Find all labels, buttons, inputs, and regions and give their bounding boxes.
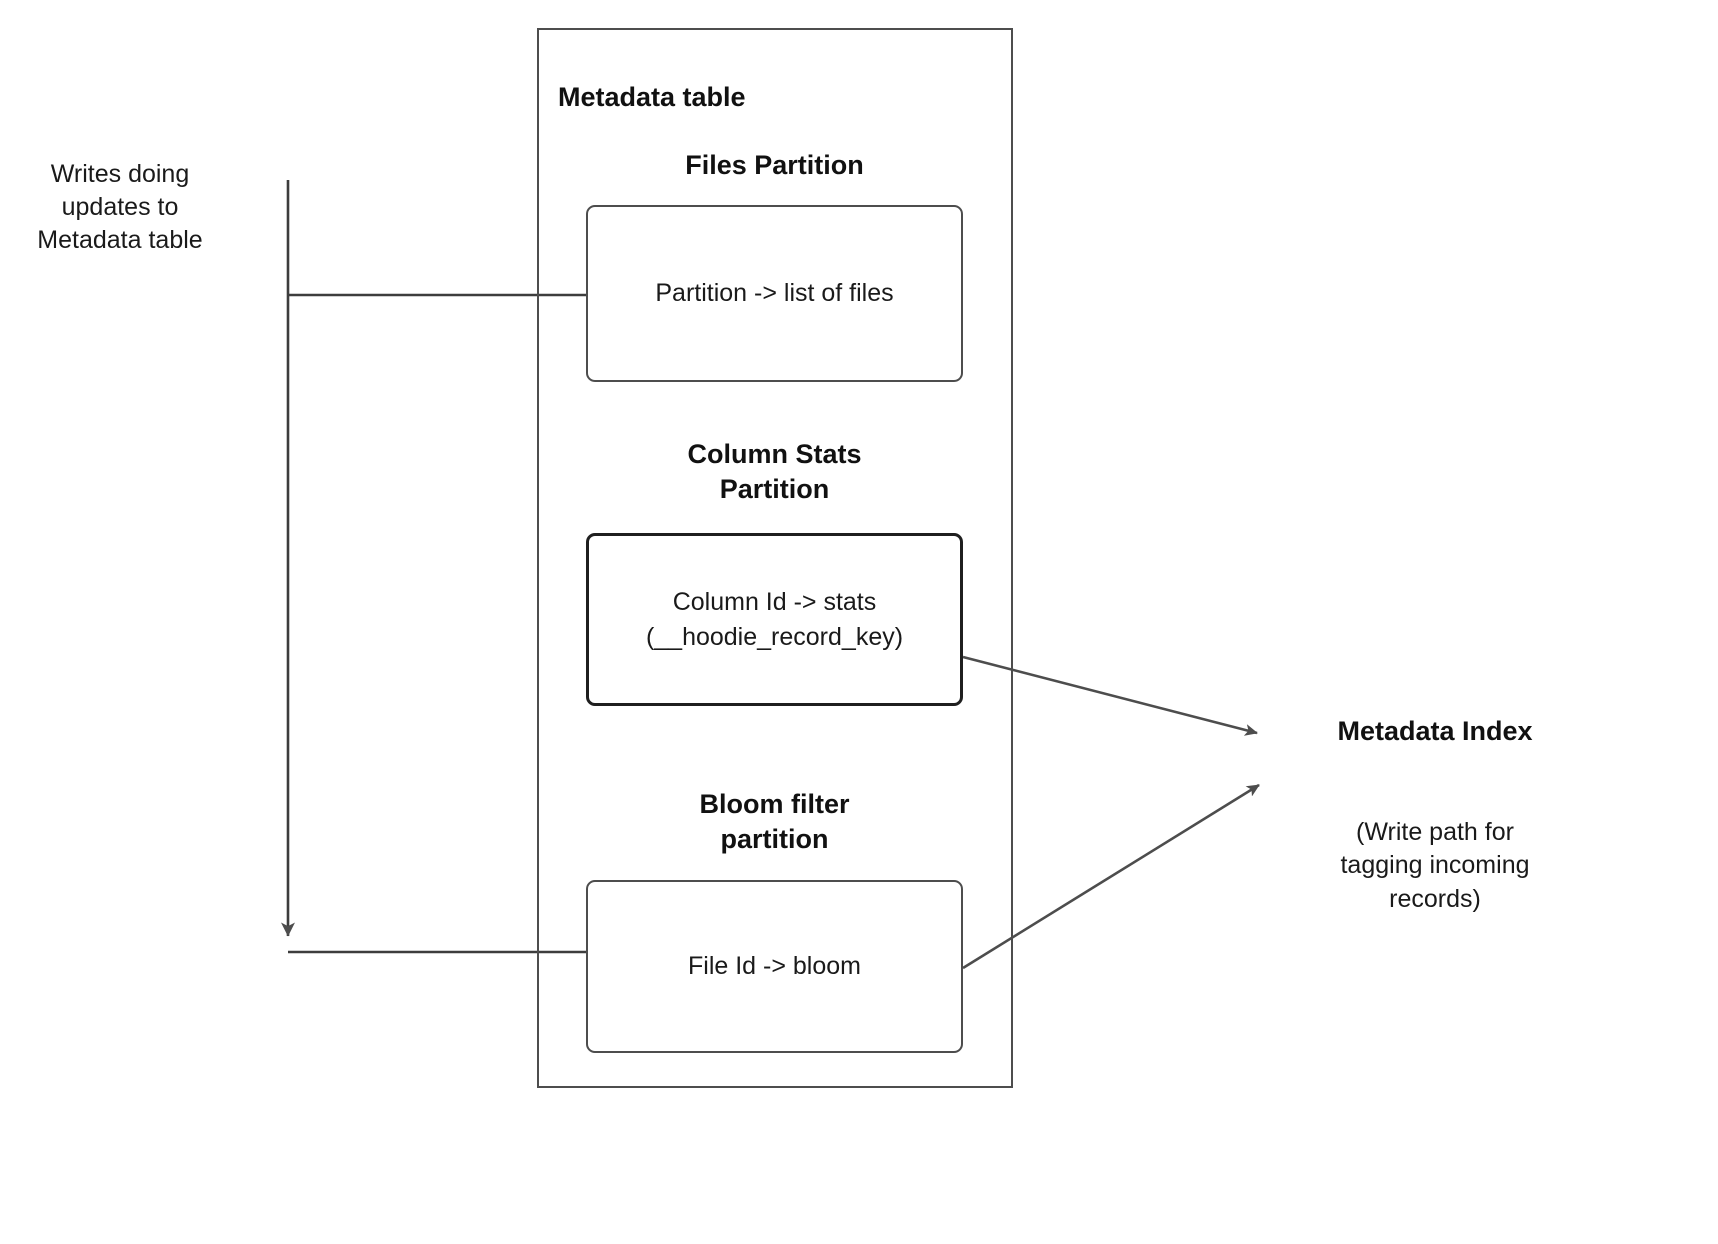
metadata-index-title: Metadata Index — [1337, 716, 1533, 746]
writes-annotation-line-1: Writes doing — [50, 160, 190, 188]
bloom-filter-partition-box[interactable]: File Id -> bloom — [586, 880, 963, 1053]
metadata-index-description-line-3: records) — [1389, 884, 1481, 913]
column-stats-partition-box[interactable]: Column Id -> stats (__hoodie_record_key) — [586, 533, 963, 706]
metadata-index-description: (Write path for tagging incoming records… — [1290, 816, 1580, 916]
bloom-filter-partition-title-line-1: Bloom filter — [699, 789, 850, 819]
files-partition-box-text: Partition -> list of files — [655, 276, 893, 311]
metadata-table-container — [537, 28, 1013, 1088]
column-stats-partition-box-text: Column Id -> stats (__hoodie_record_key) — [646, 585, 903, 654]
bloom-filter-partition-title: Bloom filter partition — [586, 787, 963, 856]
bloom-filter-partition-box-text: File Id -> bloom — [688, 949, 861, 984]
column-stats-partition-box-line-1: Column Id -> stats — [672, 588, 877, 616]
metadata-index-description-line-2: tagging incoming — [1340, 851, 1530, 880]
metadata-table-label: Metadata table — [558, 82, 746, 112]
bloom-filter-partition-title-line-2: partition — [720, 823, 829, 854]
files-partition-box-line-1: Partition -> list of files — [655, 279, 894, 308]
column-stats-partition-title: Column Stats Partition — [586, 437, 963, 506]
writes-annotation-line-2: updates to — [61, 193, 179, 221]
files-partition-title: Files Partition — [586, 148, 963, 183]
metadata-index-description-line-1: (Write path for — [1356, 818, 1514, 846]
column-stats-partition-title-line-2: Partition — [719, 473, 830, 504]
bloom-filter-partition-box-line-1: File Id -> bloom — [688, 952, 861, 981]
files-partition-title-line-1: Files Partition — [685, 150, 864, 180]
column-stats-partition-box-line-2: (__hoodie_record_key) — [645, 622, 904, 651]
files-partition-box[interactable]: Partition -> list of files — [586, 205, 963, 382]
writes-annotation-label: Writes doing updates to Metadata table — [8, 158, 232, 257]
writes-annotation-line-3: Metadata table — [37, 226, 203, 254]
column-stats-partition-title-line-1: Column Stats — [687, 439, 862, 469]
